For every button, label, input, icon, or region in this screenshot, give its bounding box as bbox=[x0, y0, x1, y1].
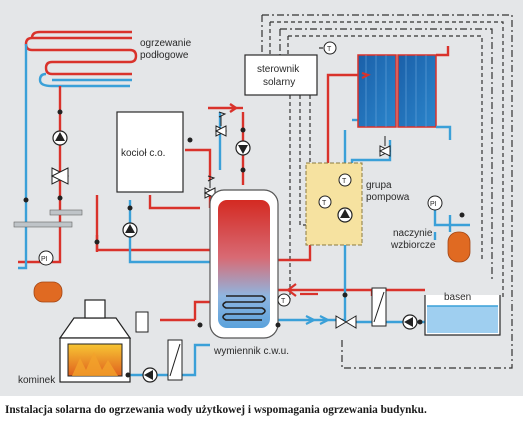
svg-text:T: T bbox=[281, 298, 286, 305]
solar-pressure-gauge-icon: PI bbox=[427, 195, 443, 211]
pump-group-label-line2: pompowa bbox=[366, 192, 410, 203]
pool-pump-icon bbox=[402, 314, 418, 330]
collector-temperature-sensor-icon: T bbox=[323, 41, 337, 55]
svg-text:PI: PI bbox=[41, 256, 48, 263]
solar-pump-icon bbox=[337, 207, 353, 223]
expansion-vessel-label-line1: naczynie bbox=[393, 228, 433, 239]
shutoff-valve-dots bbox=[23, 109, 465, 378]
boiler-unit bbox=[116, 111, 184, 193]
floor-heating-label-line2: podłogowe bbox=[140, 50, 189, 61]
dhw-circulation-pump-icon bbox=[235, 140, 251, 156]
heating-expansion-vessel bbox=[33, 281, 63, 303]
flow-arrows bbox=[286, 71, 371, 325]
boiler-pump-icon bbox=[122, 222, 138, 238]
pool-heat-exchanger bbox=[371, 287, 387, 327]
solar-expansion-vessel bbox=[433, 231, 471, 263]
solar-controller-label-line2: solarny bbox=[263, 77, 295, 88]
radiator-manifold bbox=[49, 209, 83, 216]
floor-heating-manifold bbox=[13, 221, 73, 228]
fireplace-unit bbox=[58, 299, 132, 383]
solar-controller-box bbox=[244, 54, 318, 96]
svg-text:T: T bbox=[327, 46, 332, 53]
svg-text:T: T bbox=[342, 178, 347, 185]
dhw-tank-label: wymiennik c.w.u. bbox=[213, 346, 289, 357]
pool-label: basen bbox=[444, 292, 471, 303]
mixing-valve-icon bbox=[50, 167, 70, 185]
fireplace-heat-exchanger bbox=[167, 339, 183, 381]
solar-safety-valve-icon bbox=[378, 136, 392, 157]
floor-heating-label-line1: ogrzewanie bbox=[140, 38, 192, 49]
floor-heating-pump-icon bbox=[52, 130, 68, 146]
pool-three-way-valve-icon bbox=[335, 315, 357, 329]
svg-text:T: T bbox=[322, 200, 327, 207]
pump-group-box bbox=[305, 162, 363, 246]
pool-basin bbox=[424, 295, 501, 336]
solar-collectors bbox=[357, 54, 437, 128]
fireplace-circuit-pump-icon bbox=[142, 367, 158, 383]
pump-group-label-line1: grupa bbox=[366, 180, 392, 191]
dhw-safety-valve-icon bbox=[214, 111, 228, 137]
expansion-vessel-label-line2: wzbiorcze bbox=[390, 240, 436, 251]
fireplace-label: kominek bbox=[18, 375, 56, 386]
tank-temperature-sensor-icon: T bbox=[277, 293, 291, 307]
solar-controller-label-line1: sterownik bbox=[257, 64, 300, 75]
dhw-heat-exchanger-coil bbox=[222, 295, 266, 321]
svg-text:PI: PI bbox=[430, 201, 437, 208]
boiler-label: kocioł c.o. bbox=[121, 148, 165, 159]
pump-group-temperature-sensor-icon: T bbox=[318, 195, 332, 209]
return-temperature-sensor-icon: T bbox=[338, 173, 352, 187]
figure-caption: Instalacja solarna do ogrzewania wody uż… bbox=[5, 404, 427, 416]
heating-pressure-gauge-icon: PI bbox=[38, 250, 54, 266]
fireplace-expansion-cup bbox=[135, 311, 149, 333]
